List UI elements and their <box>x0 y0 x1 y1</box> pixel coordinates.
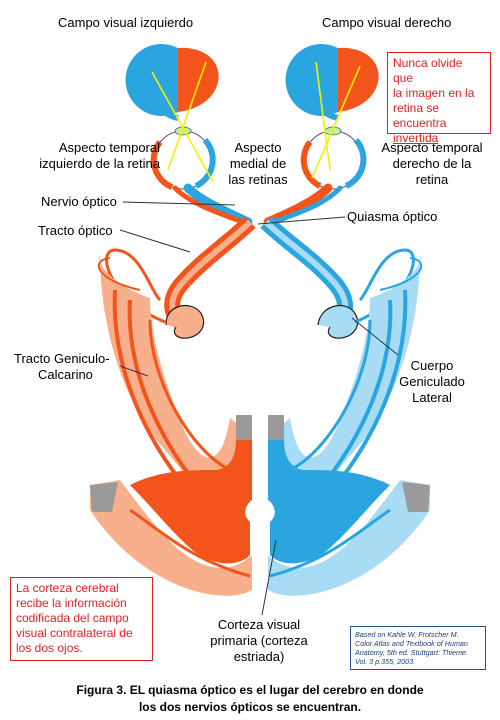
geniculo-calcarine-label: Tracto Geniculo- Calcarino <box>14 351 110 382</box>
primary-visual-cortex-label: Corteza visual primaria (corteza estriad… <box>210 617 308 664</box>
left-eye <box>150 126 216 190</box>
retina-inversion-note: Nunca olvide que la imagen en la retina … <box>387 52 491 145</box>
left-visual-field <box>125 44 219 121</box>
right-occipital-cortex <box>268 415 430 596</box>
right-visual-field-label: Campo visual derecho <box>322 15 452 30</box>
right-temporal-retina-label: Aspecto temporal derecho de la retina <box>381 140 483 187</box>
medial-retina-label: Aspecto medial de las retinas <box>228 140 288 187</box>
source-citation: Based on Kahle W, Frotscher M. Color Atl… <box>350 626 486 670</box>
right-lgn <box>317 304 359 339</box>
figure-caption: Figura 3. EL quiasma óptico es el lugar … <box>76 683 424 714</box>
left-visual-field-label: Campo visual izquierdo <box>58 15 194 30</box>
contralateral-cortex-note: La corteza cerebral recibe la informació… <box>10 577 153 661</box>
left-occipital-cortex <box>90 415 252 596</box>
pointer-lines <box>119 201 399 616</box>
left-lgn <box>165 304 205 339</box>
lgn-label: Cuerpo Geniculado Lateral <box>399 358 465 405</box>
optic-nerve-label: Nervio óptico <box>41 194 117 209</box>
left-temporal-retina-label: Aspecto temporal izquierdo de la retina <box>39 140 160 171</box>
light-rays <box>151 61 361 183</box>
optic-chiasm <box>179 216 338 286</box>
optic-chiasm-label: Quiasma óptico <box>347 209 438 224</box>
optic-tract-label: Tracto óptico <box>38 223 113 238</box>
right-eye <box>300 126 367 190</box>
right-visual-field <box>285 43 379 121</box>
optic-nerves <box>172 183 343 227</box>
